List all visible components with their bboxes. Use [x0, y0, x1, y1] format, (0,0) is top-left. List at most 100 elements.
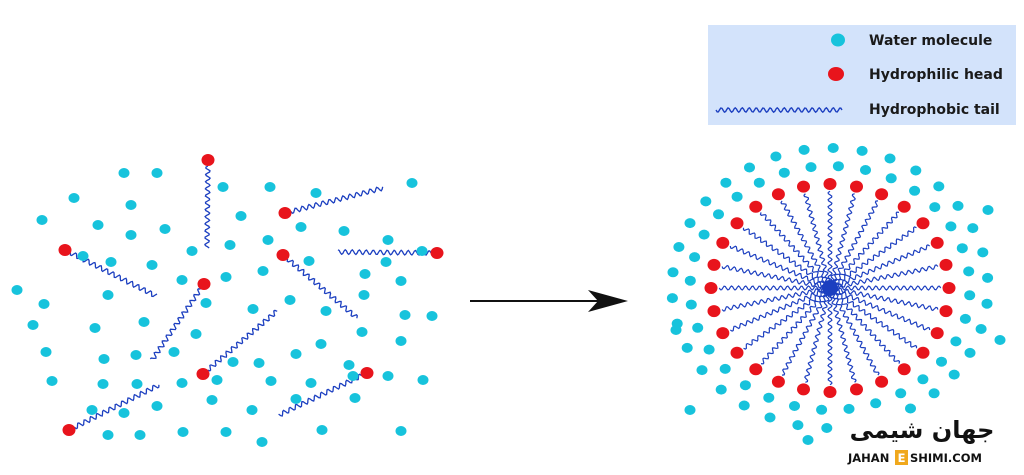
- water-molecule: [681, 342, 693, 353]
- water-molecule: [689, 252, 701, 263]
- water-molecule: [778, 167, 790, 178]
- hydrophilic-head: [797, 180, 810, 193]
- water-molecule: [253, 358, 265, 368]
- water-molecule: [68, 193, 80, 203]
- hydrophilic-head: [360, 367, 374, 379]
- free-surfactant-tails: [69, 165, 432, 430]
- water-molecule: [696, 365, 708, 376]
- water-molecule: [177, 427, 189, 437]
- free-water-molecules: [11, 168, 438, 447]
- hydrophobic-tail: [149, 288, 201, 360]
- water-molecule: [206, 395, 218, 405]
- water-molecule: [125, 200, 137, 210]
- water-molecule: [102, 290, 114, 300]
- water-molecule: [956, 243, 968, 254]
- water-molecule: [789, 401, 800, 411]
- hydrophilic-head: [749, 200, 763, 213]
- water-molecule: [720, 177, 732, 188]
- water-molecule: [763, 392, 775, 403]
- water-molecule: [981, 298, 993, 309]
- water-molecule: [200, 298, 212, 308]
- water-molecule: [805, 162, 817, 173]
- water-molecule: [910, 165, 922, 176]
- water-molecule: [929, 202, 941, 213]
- water-molecule: [130, 350, 142, 360]
- water-molecule: [731, 191, 743, 202]
- water-molecule: [310, 188, 322, 198]
- water-molecule: [739, 380, 751, 391]
- water-molecule: [246, 405, 258, 415]
- water-molecule: [713, 209, 724, 220]
- hydrophilic-head: [897, 363, 911, 376]
- water-molecule: [151, 401, 163, 411]
- water-molecule: [303, 256, 315, 266]
- water-molecule: [290, 394, 302, 404]
- water-molecule: [46, 376, 58, 386]
- water-molecule: [227, 357, 239, 367]
- water-molecule: [719, 363, 731, 374]
- micelle-core: [822, 280, 838, 296]
- water-molecule: [715, 384, 727, 395]
- water-molecule: [952, 200, 964, 211]
- hydrophilic-head: [930, 327, 944, 340]
- water-molecule: [821, 423, 833, 433]
- water-molecule: [125, 230, 137, 240]
- hydrophobic-tail: [760, 286, 831, 365]
- water-molecule: [406, 178, 418, 188]
- water-molecule: [895, 388, 907, 399]
- water-molecule: [151, 168, 163, 178]
- svg-text:JAHAN: JAHAN: [847, 451, 889, 465]
- water-molecule: [905, 403, 916, 414]
- hydrophilic-head: [771, 188, 785, 201]
- water-molecule: [684, 405, 696, 415]
- hydrophilic-head: [716, 236, 730, 249]
- hydrophilic-head-icon: [828, 67, 844, 81]
- hydrophobic-tail: [829, 285, 931, 331]
- hydrophilic-head: [939, 258, 953, 271]
- water-molecule: [417, 375, 429, 385]
- hydrophilic-head: [278, 207, 292, 219]
- water-molecule: [964, 347, 976, 358]
- hydrophilic-head: [850, 180, 863, 193]
- hydrophilic-head: [939, 305, 953, 318]
- legend-label-tail: Hydrophobic tail: [869, 102, 1000, 118]
- water-molecule: [975, 324, 987, 334]
- water-molecule: [92, 220, 104, 230]
- water-molecule: [685, 299, 697, 310]
- water-molecule: [349, 393, 361, 403]
- water-molecule: [395, 426, 407, 436]
- hydrophobic-tail: [827, 287, 833, 386]
- water-molecule: [426, 311, 438, 321]
- water-molecule: [247, 304, 259, 314]
- water-molecule: [982, 272, 994, 283]
- water-molecule: [703, 344, 715, 355]
- water-molecule: [738, 400, 750, 411]
- hydrophobic-tail: [278, 373, 362, 417]
- hydrophilic-head: [201, 154, 215, 166]
- hydrophobic-tail: [204, 165, 212, 249]
- water-molecule: [262, 235, 274, 245]
- water-molecule: [684, 275, 696, 286]
- water-molecule: [295, 222, 307, 232]
- water-molecule: [27, 320, 39, 330]
- water-molecule: [211, 375, 223, 385]
- water-molecule: [343, 360, 355, 370]
- water-molecule: [399, 310, 411, 320]
- hydrophilic-head: [771, 375, 785, 388]
- water-molecule: [36, 215, 48, 225]
- water-molecule: [802, 435, 814, 445]
- water-molecule: [146, 260, 158, 270]
- water-molecule: [692, 322, 704, 333]
- water-molecule: [358, 290, 370, 300]
- water-molecule: [959, 313, 971, 324]
- water-molecule: [190, 329, 202, 339]
- hydrophilic-head: [196, 368, 210, 380]
- water-molecule: [382, 371, 394, 381]
- water-molecule: [105, 257, 117, 267]
- water-molecule: [40, 347, 52, 357]
- hydrophobic-tail: [828, 193, 856, 289]
- water-molecule: [827, 143, 839, 153]
- water-molecule: [832, 161, 844, 172]
- hydrophobic-tail: [828, 200, 879, 288]
